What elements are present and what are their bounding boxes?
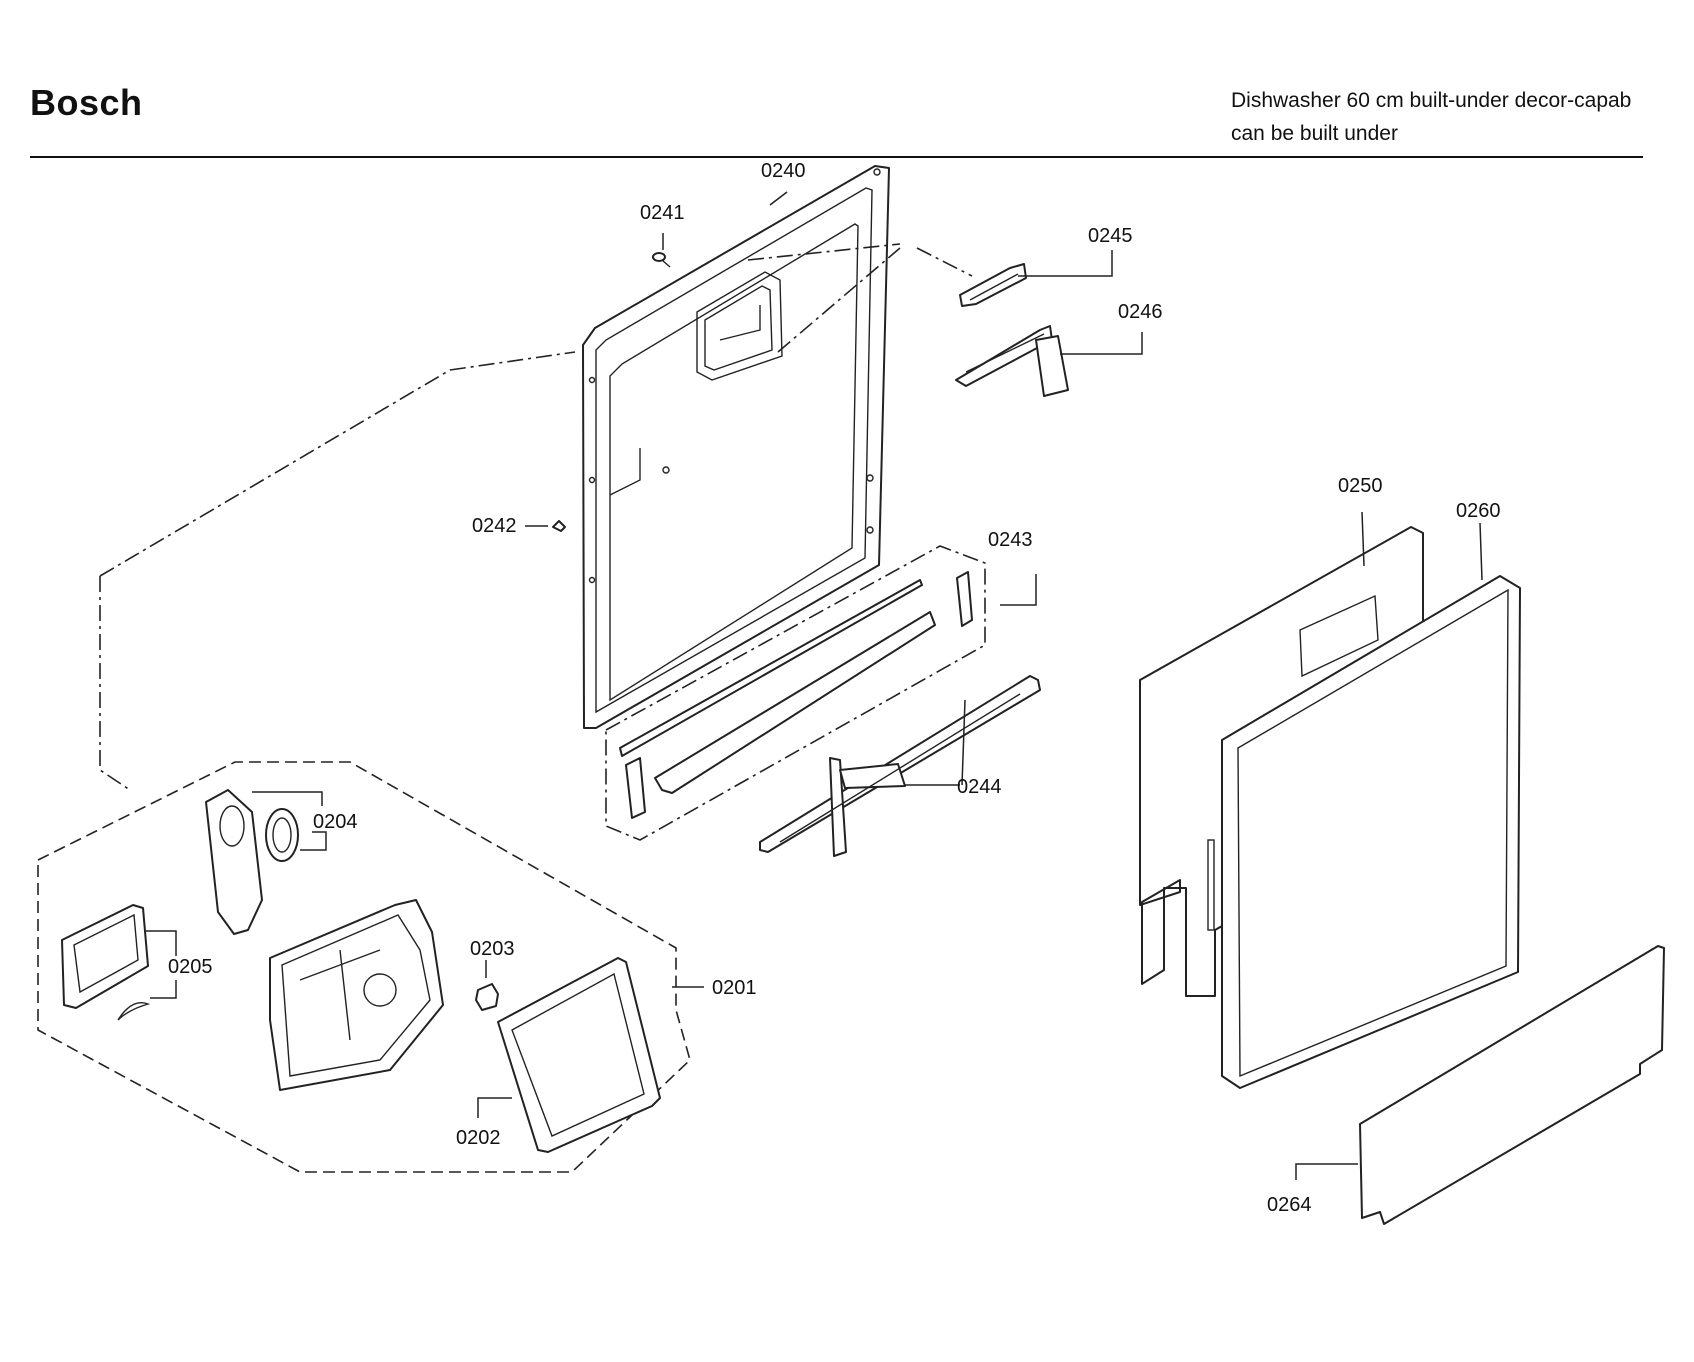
label-0240: 0240 — [761, 160, 806, 182]
brand-title: Bosch — [30, 82, 143, 123]
control-housing — [269, 899, 444, 1091]
small-clip — [475, 983, 499, 1011]
label-0242: 0242 — [472, 515, 517, 537]
frame-seal — [497, 957, 661, 1153]
hinge-bracket — [759, 675, 1041, 857]
label-0204: 0204 — [313, 811, 358, 833]
leader-lines — [146, 191, 1483, 1180]
model-description: Dishwasher 60 cm built-under decor-capab… — [1231, 84, 1631, 150]
door-seal-strips — [605, 545, 986, 841]
label-0246: 0246 — [1118, 301, 1163, 323]
program-bracket — [205, 789, 299, 935]
door-latch-lower — [955, 325, 1069, 397]
header-rule — [30, 156, 1643, 158]
toe-kick-plate — [1359, 945, 1665, 1225]
label-0244: 0244 — [957, 776, 1002, 798]
door-clip — [552, 520, 566, 532]
label-0203: 0203 — [470, 938, 515, 960]
part-labels: 0240 0241 0242 0243 0244 0245 0246 0250 … — [168, 160, 1501, 1216]
label-0264: 0264 — [1267, 1194, 1312, 1216]
display-plate — [61, 904, 151, 1021]
label-0205: 0205 — [168, 956, 213, 978]
screw — [652, 252, 671, 268]
label-0202: 0202 — [456, 1127, 501, 1149]
inner-door-panel — [582, 165, 890, 729]
control-module-group — [37, 243, 973, 1173]
label-0201: 0201 — [712, 977, 757, 999]
label-0245: 0245 — [1088, 225, 1133, 247]
label-0243: 0243 — [988, 529, 1033, 551]
outer-door-panel — [1207, 575, 1521, 1089]
model-description-line-2: can be built under — [1231, 122, 1398, 145]
model-description-line-1: Dishwasher 60 cm built-under decor-capab — [1231, 89, 1632, 112]
door-latch-upper — [959, 263, 1027, 307]
label-0241: 0241 — [640, 202, 685, 224]
label-0260: 0260 — [1456, 500, 1501, 522]
label-0250: 0250 — [1338, 475, 1383, 497]
